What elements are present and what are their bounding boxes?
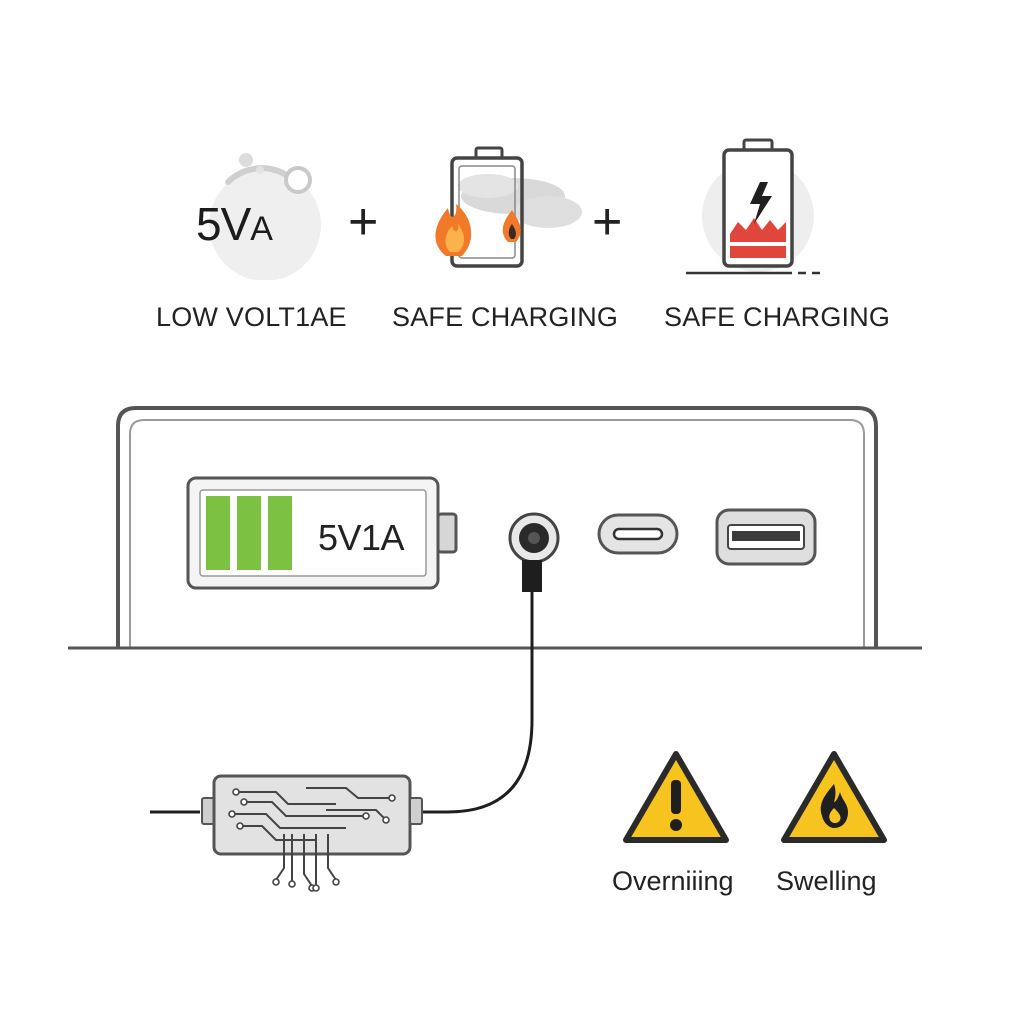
fire-warning-icon: [781, 751, 887, 843]
battery-indicator: 5V1A: [186, 476, 462, 592]
damaged-battery-item: SAFE CHARGING: [660, 130, 890, 340]
battery-fire-icon: [435, 146, 582, 268]
caption-safe-charging-2: SAFE CHARGING: [664, 302, 891, 332]
circuit-controller-icon: [201, 774, 423, 892]
damaged-battery-icon: [686, 138, 820, 275]
usb-a-port-icon[interactable]: [714, 507, 818, 567]
voltage-gauge-icon: [209, 153, 321, 280]
battery-fire-item: SAFE CHARGING: [390, 140, 620, 340]
usb-c-port-icon[interactable]: [596, 512, 680, 556]
plus-sign-2: +: [592, 193, 623, 251]
power-bank-device: [68, 406, 922, 650]
plus-sign-1: +: [348, 193, 379, 251]
caption-safe-charging-1: SAFE CHARGING: [392, 302, 619, 332]
warning-swelling: Swelling: [770, 748, 910, 908]
warning-overheating: Overniiing: [606, 748, 746, 908]
low-voltage-item: 5VA LOW VOLT1AE: [150, 140, 370, 340]
warning-label-swelling: Swelling: [776, 866, 877, 896]
voltage-badge-text: 5VA: [196, 198, 273, 250]
battery-level-bar: [237, 496, 261, 570]
exclamation-warning-icon: [623, 751, 729, 843]
battery-level-bar: [206, 496, 230, 570]
battery-rating-label: 5V1A: [318, 517, 405, 558]
charging-cable: [150, 560, 542, 814]
warning-label-overheating: Overniiing: [612, 866, 734, 896]
battery-outline-icon: [186, 476, 458, 590]
barrel-jack-port-icon[interactable]: [506, 510, 562, 566]
battery-level-bar: [268, 496, 292, 570]
caption-low-voltage: LOW VOLT1AE: [156, 302, 347, 332]
